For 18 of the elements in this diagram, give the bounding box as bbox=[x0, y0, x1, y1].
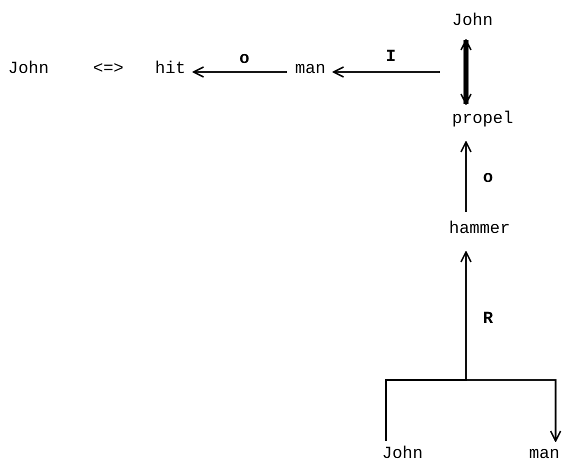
arrow bbox=[385, 379, 562, 442]
concept-word: hit bbox=[155, 60, 186, 80]
concept-word: John bbox=[452, 12, 493, 32]
concept-word: propel bbox=[452, 110, 514, 130]
edge-label: I bbox=[386, 48, 396, 68]
concept-word: hammer bbox=[449, 220, 510, 240]
concept-word: John bbox=[382, 445, 423, 465]
arrow bbox=[460, 141, 472, 212]
arrow bbox=[460, 39, 472, 105]
concept-word: man bbox=[529, 445, 560, 465]
edge-label: o bbox=[482, 169, 494, 189]
arrow bbox=[192, 66, 287, 78]
concept-word: man bbox=[295, 60, 326, 80]
double-arrow-symbol: <=> bbox=[93, 60, 124, 80]
edge-label: o bbox=[239, 50, 250, 70]
arrow bbox=[332, 66, 440, 78]
edge-label: R bbox=[482, 310, 494, 330]
concept-word: John bbox=[8, 60, 49, 80]
